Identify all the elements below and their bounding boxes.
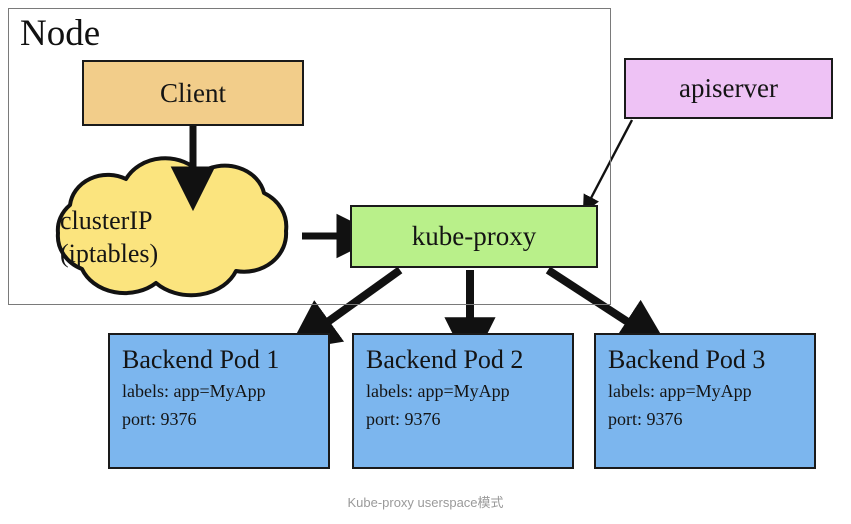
- pod-title: Backend Pod 1: [122, 345, 280, 374]
- edge-kubeproxy-to-pod-3: [545, 266, 670, 350]
- apiserver-box[interactable]: apiserver: [624, 58, 833, 119]
- node-boundary: [8, 8, 611, 305]
- backend-pod-1-box[interactable]: Backend Pod 1 labels: app=MyApp port: 93…: [108, 333, 330, 469]
- backend-pod-2-box[interactable]: Backend Pod 2 labels: app=MyApp port: 93…: [352, 333, 574, 469]
- pod-port: port: 9376: [366, 409, 441, 429]
- kube-proxy-box[interactable]: kube-proxy: [350, 205, 598, 268]
- kube-proxy-label: kube-proxy: [411, 221, 537, 251]
- cluster-ip-label: clusterIP (iptables): [60, 204, 290, 270]
- cluster-ip-line-2: (iptables): [60, 239, 159, 268]
- pod-labels: labels: app=MyApp: [608, 381, 752, 401]
- backend-pod-3-box[interactable]: Backend Pod 3 labels: app=MyApp port: 93…: [594, 333, 816, 469]
- edge-kubeproxy-to-pod-1: [287, 266, 403, 351]
- cluster-ip-cloud-shape: [55, 156, 289, 298]
- pod-title: Backend Pod 2: [366, 345, 524, 374]
- client-label: Client: [160, 77, 226, 108]
- pod-title: Backend Pod 3: [608, 345, 766, 374]
- edge-apiserver-to-kubeproxy: [582, 119, 634, 214]
- figure-caption: Kube-proxy userspace模式: [347, 495, 504, 510]
- pod-port: port: 9376: [122, 409, 197, 429]
- node-label: Node: [20, 13, 101, 54]
- apiserver-label: apiserver: [679, 73, 778, 103]
- cluster-ip-cloud[interactable]: clusterIP (iptables): [16, 180, 326, 305]
- client-box[interactable]: Client: [82, 60, 304, 126]
- cluster-ip-line-1: clusterIP: [60, 206, 153, 235]
- pod-labels: labels: app=MyApp: [366, 381, 510, 401]
- pod-port: port: 9376: [608, 409, 683, 429]
- pod-labels: labels: app=MyApp: [122, 381, 266, 401]
